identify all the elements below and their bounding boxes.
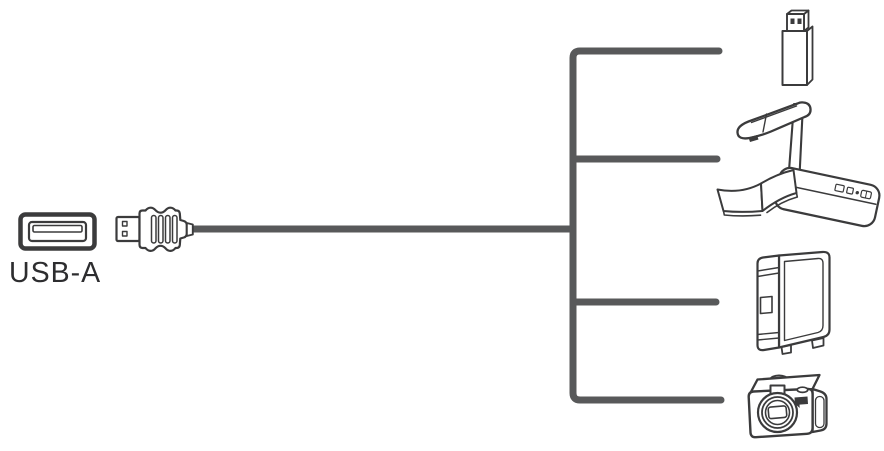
camera-lens-ring	[756, 391, 799, 434]
book-page-thickness	[722, 192, 799, 217]
drive-contact	[790, 18, 795, 24]
plug-grip-ridge	[164, 214, 171, 244]
digital-camera-icon	[747, 373, 828, 439]
drive-body-front	[781, 30, 808, 86]
plug-contact-hole	[121, 230, 128, 237]
camera-lens-ring	[764, 399, 791, 426]
hdd-spine-grooves	[756, 266, 780, 341]
camera-base-button	[846, 186, 855, 195]
cable-trunk-line	[569, 47, 725, 404]
camera-base-button-dot	[855, 190, 859, 195]
camera-lens-ring	[761, 396, 794, 429]
usb-a-port-icon	[18, 212, 97, 251]
camera-side-grip	[814, 395, 825, 429]
camera-base-button	[834, 183, 845, 193]
plug-ferrule	[185, 222, 194, 237]
camera-top-button	[796, 386, 809, 394]
cable-lines	[190, 47, 725, 404]
document-camera-icon	[716, 101, 881, 228]
camera-viewfinder	[794, 396, 808, 408]
camera-head-lens	[748, 135, 759, 142]
hdd-front-spine	[756, 254, 781, 352]
usb-flash-drive-icon	[781, 9, 814, 86]
camera-base-button-divider	[864, 190, 868, 199]
usb-a-plug-icon	[115, 206, 194, 252]
external-hard-drive-icon	[756, 250, 831, 355]
hdd-side-inset	[783, 257, 824, 342]
plug-grip-ridge	[171, 214, 178, 244]
book-left-page	[716, 182, 764, 213]
camera-head-edge-line	[750, 105, 798, 133]
camera-lens-aperture	[767, 405, 788, 420]
port-tongue	[32, 224, 83, 233]
hdd-indicator-window	[759, 295, 773, 315]
plug-contact-hole	[121, 220, 128, 227]
plug-metal-tip	[115, 215, 141, 243]
plug-grip-ridge	[157, 214, 164, 244]
hdd-side-panel	[777, 250, 831, 349]
plug-grip-ridge	[150, 214, 157, 244]
drive-contact	[797, 18, 802, 24]
usb-a-label: USB-A	[9, 257, 101, 289]
